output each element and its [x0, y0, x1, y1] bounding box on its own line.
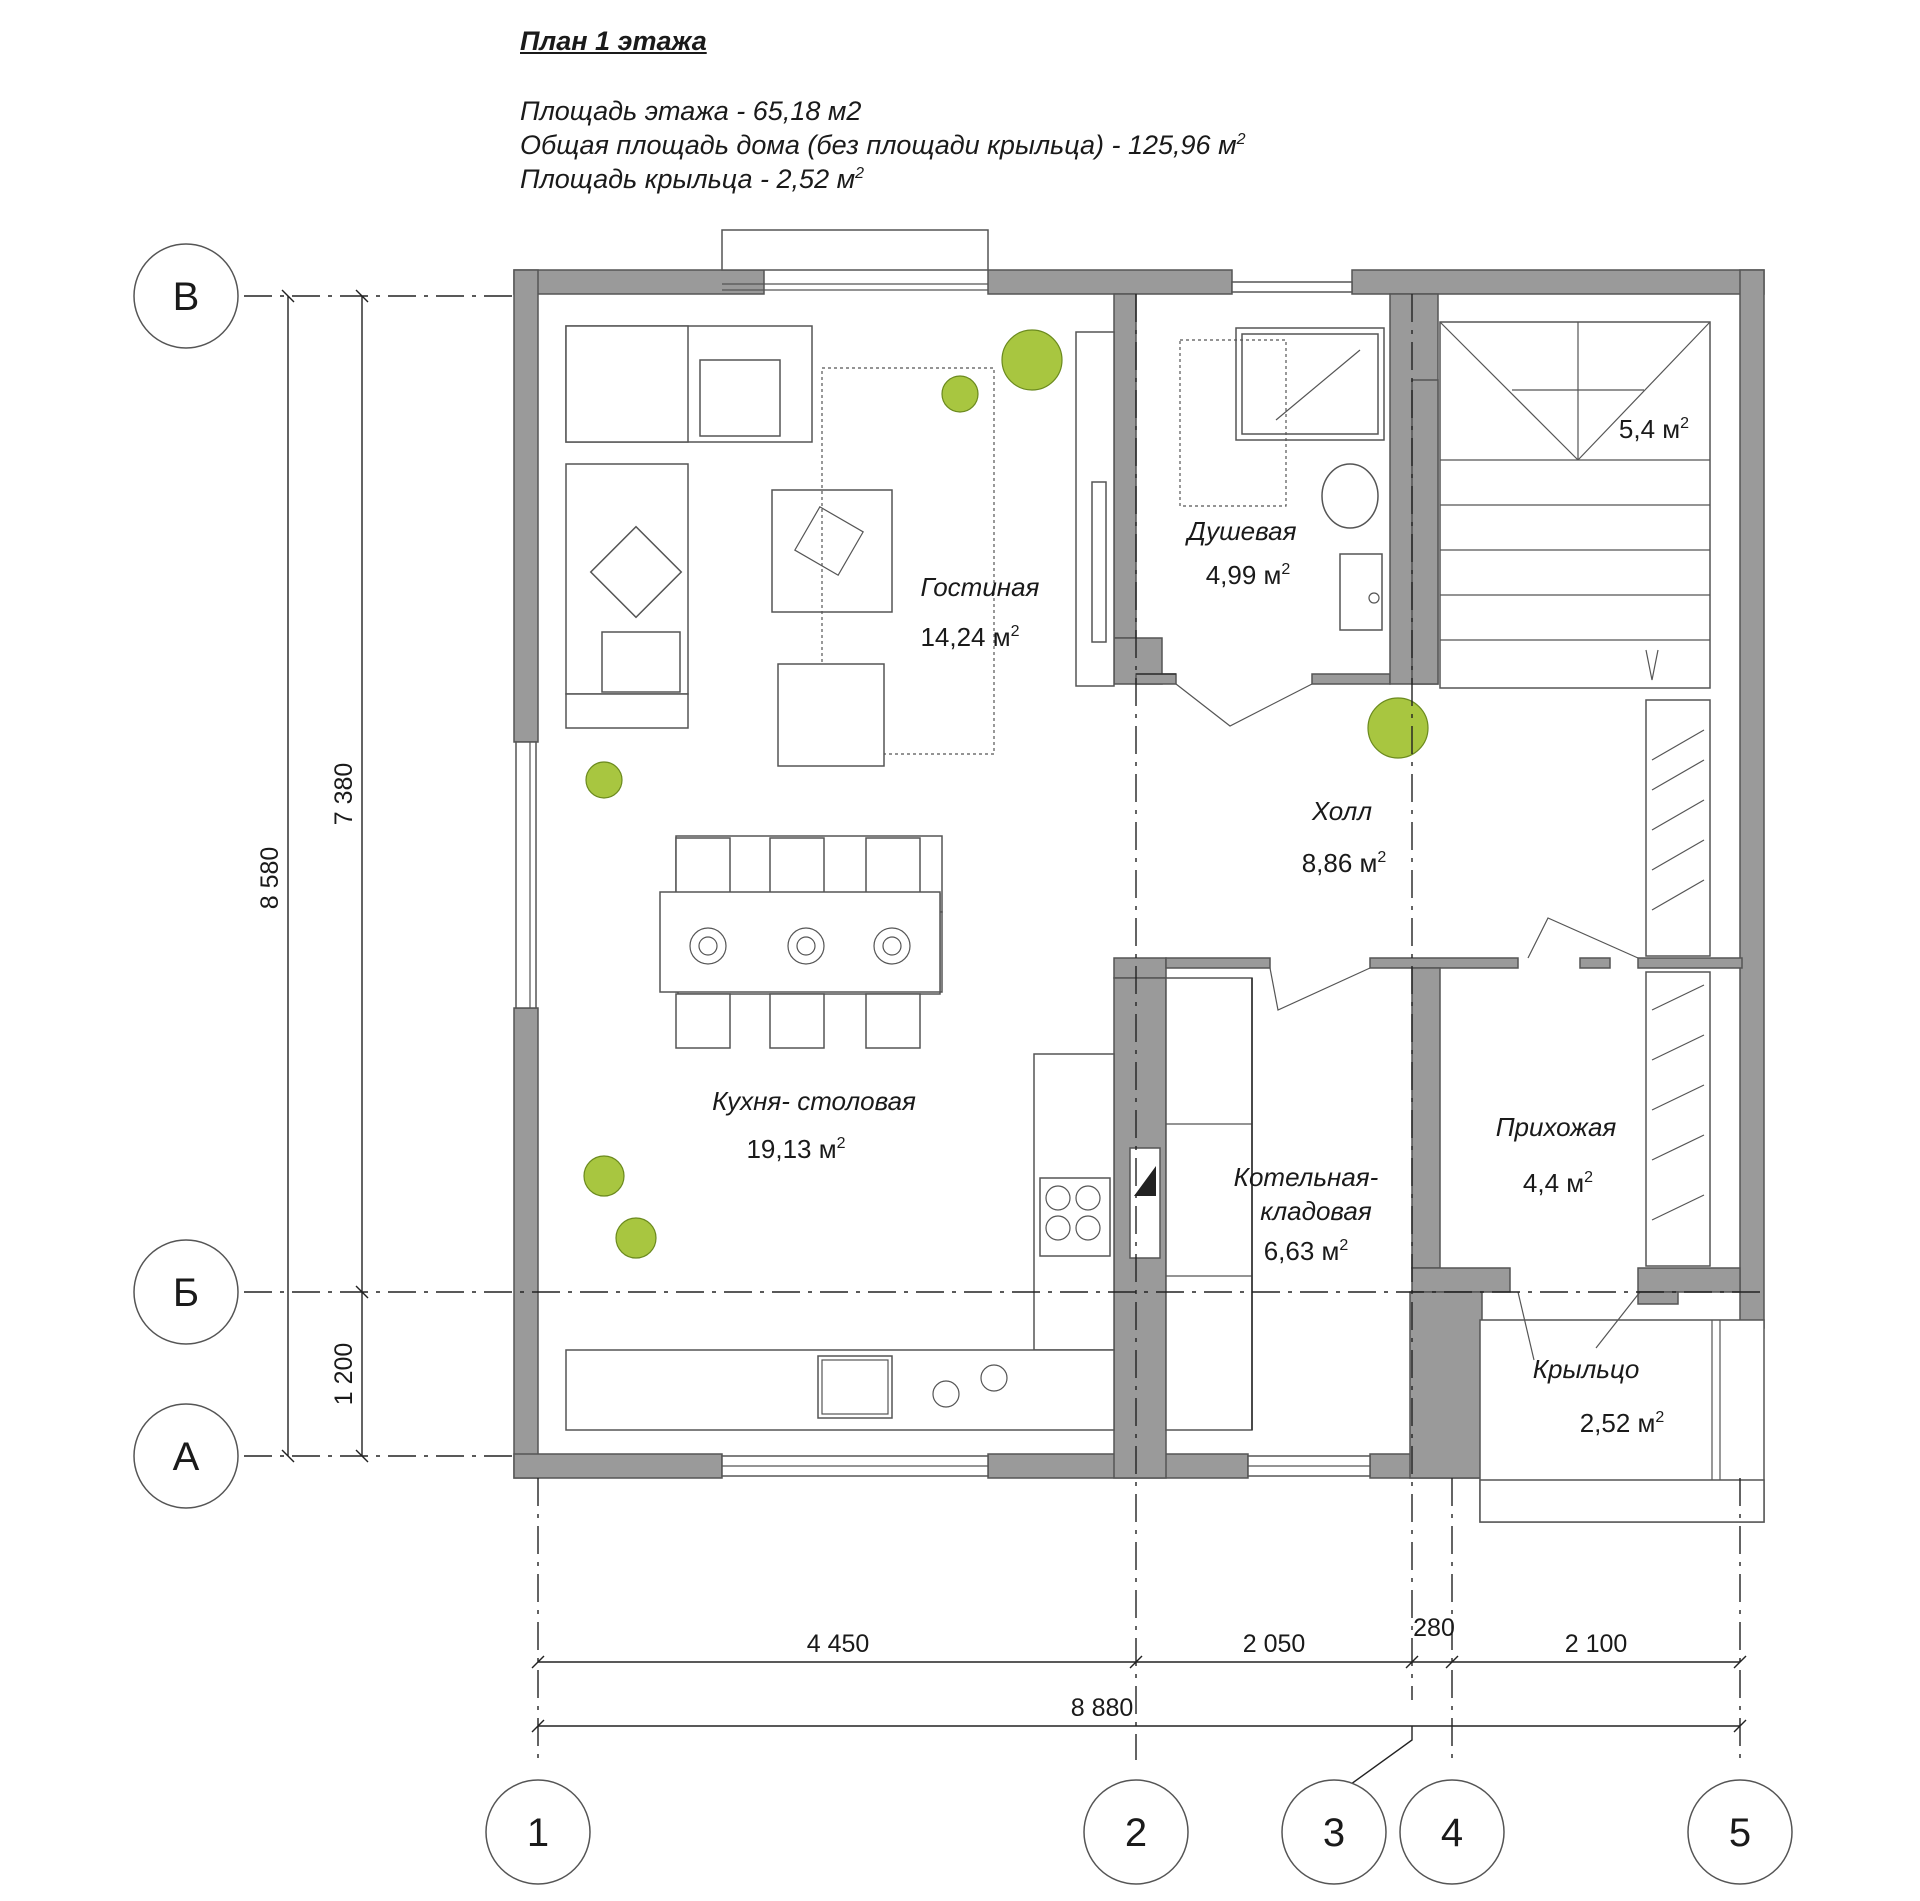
dim-horizontal-total: 8 880 [1071, 1694, 1134, 1722]
room-hall-area-sup: 2 [1377, 849, 1386, 866]
room-boiler-name: Котельная- [1234, 1162, 1379, 1192]
room-hall-name: Холл [1311, 796, 1372, 826]
total-area-line: Общая площадь дома (без площади крыльца)… [520, 130, 1246, 161]
dim-horizontal-segment: 2 050 [1243, 1630, 1306, 1658]
windows [515, 229, 1371, 1477]
wardrobes [1645, 699, 1711, 1267]
column-axis-bubbles: 1 2 3 4 5 [485, 1779, 1793, 1885]
axis-column-label: 4 [1441, 1811, 1463, 1855]
axis-column-label: 3 [1323, 1811, 1345, 1855]
room-hall-area: 8,86 м2 [1302, 848, 1387, 878]
dim-horizontal-segment: 280 [1413, 1614, 1455, 1642]
shower-fixtures [1136, 327, 1385, 727]
plants [583, 329, 1429, 1259]
room-living-area: 14,24 м2 [920, 622, 1019, 652]
room-boiler-area-value: 6,63 м [1264, 1236, 1340, 1266]
hallway-door [1517, 917, 1641, 1361]
plan-title: План 1 этажа [520, 26, 707, 56]
kitchen-counters [565, 1053, 1115, 1431]
room-stair-area-value: 5,4 м [1619, 414, 1680, 444]
axis-row-label: В [173, 275, 200, 319]
room-stair-area-sup: 2 [1680, 415, 1689, 432]
axis-column-label: 1 [527, 1811, 549, 1855]
room-living-area-value: 14,24 м [920, 622, 1010, 652]
room-porch-name: Крыльцо [1533, 1354, 1640, 1384]
staircase [1439, 321, 1711, 689]
dim-horizontal-segment: 4 450 [807, 1630, 870, 1658]
room-hallway-area-sup: 2 [1584, 1169, 1593, 1186]
room-boiler-name-line2: кладовая [1260, 1196, 1372, 1226]
room-hallway-area-value: 4,4 м [1523, 1168, 1584, 1198]
dimension-labels: 8 580 7 380 1 200 4 450 2 050 280 2 100 … [256, 763, 1627, 1722]
room-porch-area: 2,52 м2 [1580, 1408, 1665, 1438]
room-kitchen-area-value: 19,13 м [746, 1134, 836, 1164]
axis-column-label: 5 [1729, 1811, 1751, 1855]
total-area-text: Общая площадь дома (без площади крыльца)… [520, 130, 1237, 160]
room-porch-area-sup: 2 [1655, 1409, 1664, 1426]
room-boiler-area: 6,63 м2 [1264, 1236, 1349, 1266]
porch-area-text: Площадь крыльца - 2,52 м [520, 164, 856, 194]
room-stair-area: 5,4 м2 [1619, 414, 1689, 444]
room-shower-name: Душевая [1185, 516, 1297, 546]
dim-vertical-total: 8 580 [256, 847, 284, 910]
room-labels: Гостиная 14,24 м2 Душевая 4,99 м2 5,4 м2… [712, 414, 1689, 1438]
axis-column-label: 2 [1125, 1811, 1147, 1855]
room-living-area-sup: 2 [1011, 623, 1020, 640]
room-shower-area-value: 4,99 м [1206, 560, 1282, 590]
porch-area-sup: 2 [855, 165, 865, 182]
room-kitchen-area: 19,13 м2 [746, 1134, 845, 1164]
dim-vertical-main: 7 380 [330, 763, 358, 826]
room-shower-area-sup: 2 [1281, 561, 1290, 578]
total-area-sup: 2 [1236, 131, 1246, 148]
room-hall-area-value: 8,86 м [1302, 848, 1378, 878]
room-hallway-name: Прихожая [1496, 1112, 1617, 1142]
dimension-lines [281, 289, 1747, 1793]
room-boiler-area-sup: 2 [1339, 1237, 1348, 1254]
room-hallway-area: 4,4 м2 [1523, 1168, 1593, 1198]
axis-row-label: А [173, 1435, 200, 1479]
dim-vertical-porch: 1 200 [330, 1343, 358, 1406]
living-room-furniture [565, 325, 1115, 767]
dining-table [659, 835, 943, 1049]
axis-row-label: Б [173, 1271, 199, 1315]
porch [1479, 1319, 1765, 1523]
room-kitchen-name: Кухня- столовая [712, 1086, 916, 1116]
floor-area-line: Площадь этажа - 65,18 м2 [520, 96, 862, 126]
room-porch-area-value: 2,52 м [1580, 1408, 1656, 1438]
dim-horizontal-segment: 2 100 [1565, 1630, 1628, 1658]
room-kitchen-area-sup: 2 [837, 1135, 846, 1152]
porch-area-line: Площадь крыльца - 2,52 м2 [520, 164, 864, 195]
boiler-room-fixtures [1129, 967, 1371, 1431]
row-axis-bubbles: В Б А [133, 243, 239, 1509]
room-shower-area: 4,99 м2 [1206, 560, 1291, 590]
axis-lines [244, 294, 1764, 1760]
room-living-name: Гостиная [921, 572, 1040, 602]
